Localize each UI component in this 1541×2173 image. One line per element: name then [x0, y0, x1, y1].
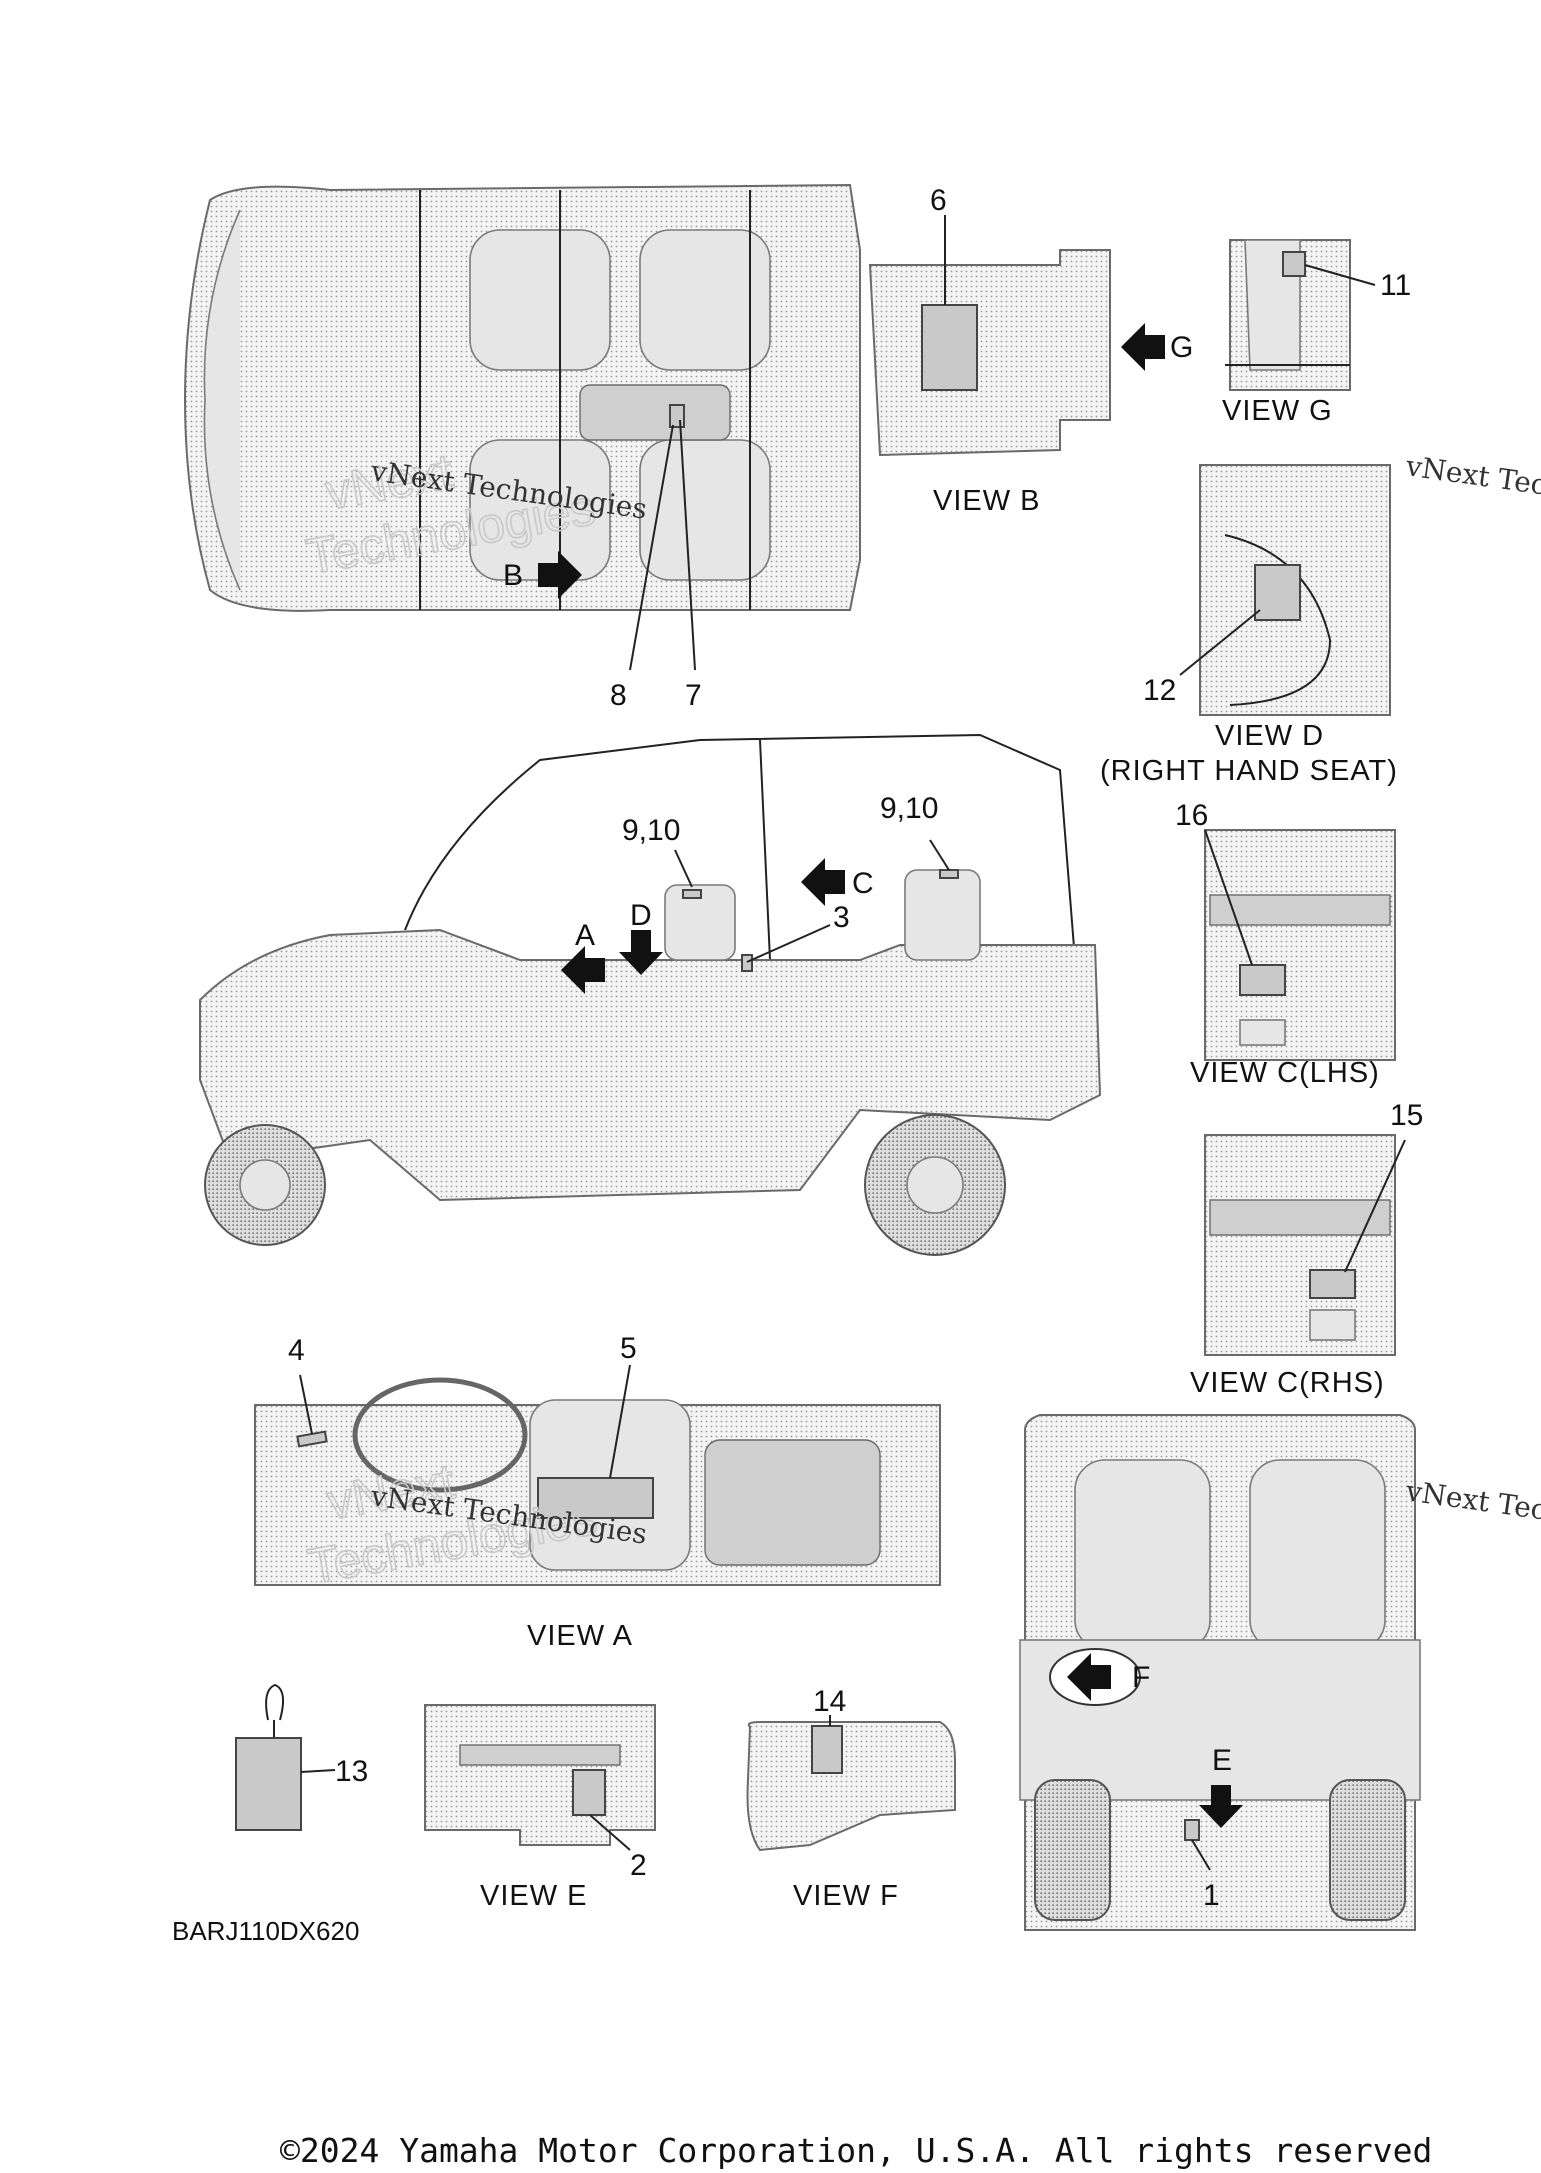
vehicle-rear-view: F E 1 [1019, 1414, 1421, 1931]
callout-4: 4 [288, 1334, 305, 1367]
callout-13: 13 [335, 1755, 368, 1788]
view-a-detail: 4 5 VIEW A [254, 1332, 941, 1652]
hang-tag-detail: 13 [235, 1683, 368, 1831]
callout-9-10-front: 9,10 [622, 814, 680, 847]
vehicle-side-view: 9,10 9,10 3 A D C [199, 733, 1102, 1256]
arrow-label-f: F [1132, 1661, 1150, 1694]
view-c-lhs-title: VIEW C(LHS) [1190, 1057, 1380, 1089]
view-d-title: VIEW D [1215, 720, 1324, 752]
callout-1: 1 [1203, 1879, 1220, 1912]
arrow-label-b: B [503, 559, 523, 592]
drawing-code: BARJ110DX620 [172, 1916, 359, 1946]
view-g-detail: 11 VIEW G [1222, 239, 1411, 427]
view-b-title: VIEW B [933, 485, 1041, 517]
callout-15: 15 [1390, 1099, 1423, 1132]
view-b-detail: 6 G VIEW B [868, 184, 1193, 517]
view-e-title: VIEW E [480, 1880, 588, 1912]
watermark-text-right-bottom: vNext Technologies [1403, 1474, 1541, 1546]
view-g-title: VIEW G [1222, 395, 1333, 427]
callout-11: 11 [1380, 269, 1411, 302]
view-f-title: VIEW F [793, 1880, 899, 1912]
arrow-label-e: E [1212, 1744, 1232, 1777]
callout-5: 5 [620, 1332, 637, 1365]
view-c-lhs-detail: 16 VIEW C(LHS) [1175, 799, 1396, 1089]
view-c-rhs-title: VIEW C(RHS) [1190, 1367, 1385, 1399]
arrow-label-a: A [575, 919, 595, 952]
view-c-rhs-detail: 15 VIEW C(RHS) [1190, 1099, 1423, 1399]
view-d-subtitle: (RIGHT HAND SEAT) [1100, 755, 1398, 787]
callout-2: 2 [630, 1849, 647, 1882]
watermark-text-right-top: vNext Technologies [1403, 449, 1541, 521]
callout-12: 12 [1143, 674, 1176, 707]
callout-16: 16 [1175, 799, 1208, 832]
view-a-title: VIEW A [527, 1620, 633, 1652]
view-d-detail: 12 VIEW D (RIGHT HAND SEAT) [1100, 464, 1398, 787]
callout-14: 14 [813, 1685, 846, 1718]
vehicle-top-view: B 8 7 [183, 183, 861, 712]
arrow-label-d: D [630, 899, 652, 932]
arrow-label-c: C [852, 867, 874, 900]
arrow-label-g: G [1170, 331, 1193, 364]
callout-6: 6 [930, 184, 947, 217]
copyright-notice: ©2024 Yamaha Motor Corporation, U.S.A. A… [280, 2131, 1432, 2170]
callout-9-10-rear: 9,10 [880, 792, 938, 825]
view-e-detail: 2 VIEW E [424, 1704, 656, 1912]
callout-3: 3 [833, 901, 850, 934]
callout-8: 8 [610, 679, 627, 712]
view-f-detail: 14 VIEW F [746, 1685, 956, 1912]
callout-7: 7 [685, 679, 702, 712]
